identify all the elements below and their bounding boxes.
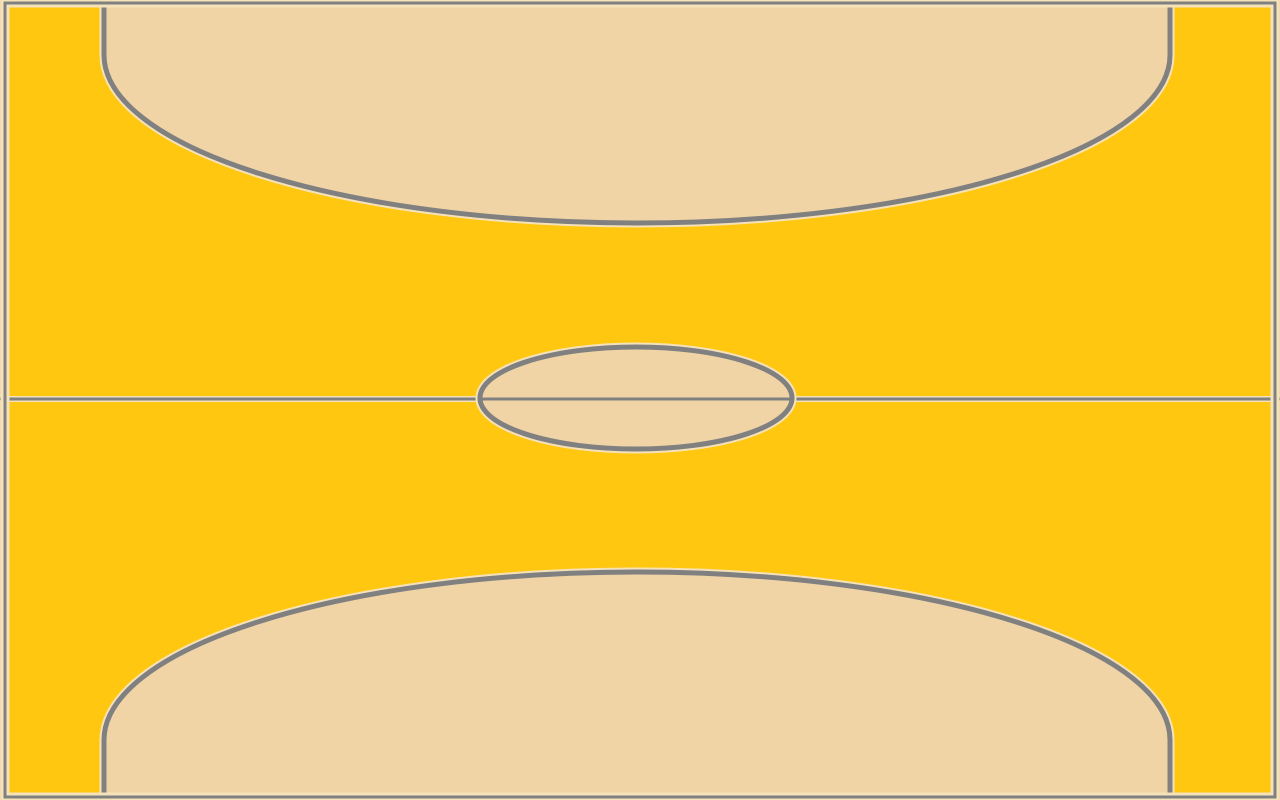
bottom-three-point-zone xyxy=(101,569,1173,800)
court-boundary xyxy=(3,1,1277,799)
top-three-point-zone xyxy=(101,0,1173,226)
